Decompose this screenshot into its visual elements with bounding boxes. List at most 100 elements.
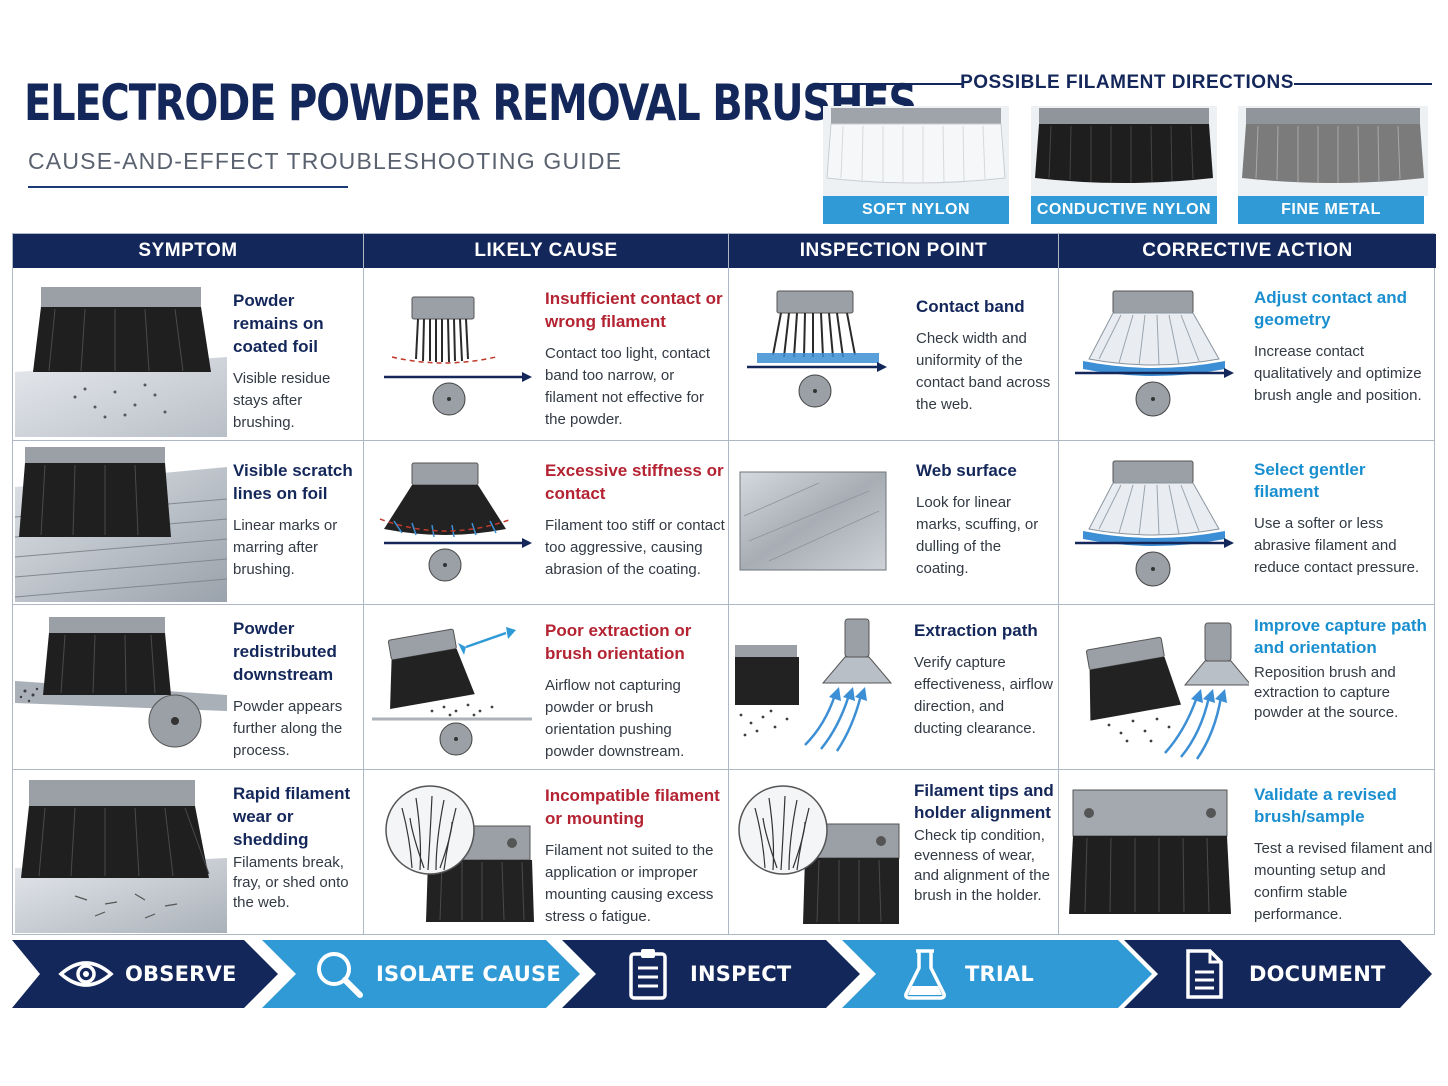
cause-description: Filament not suited to the application o… (545, 842, 714, 925)
symptom-title: Visible scratch lines on foil (233, 461, 353, 503)
table-row-3-symptom: Powder redistributed downstream Powder a… (13, 605, 363, 769)
eye-icon (58, 961, 114, 987)
step-label: INSPECT (690, 962, 792, 986)
inspection-text: Web surface Look for linear marks, scuff… (916, 459, 1056, 580)
fine-metal-label: FINE METAL FILAMENT (1238, 196, 1424, 246)
process-step-trial: TRIAL (842, 940, 1154, 1008)
table-row-1-cause: Insufficient contact or wrong filament C… (364, 269, 728, 440)
table-row-3-cause: Poor extraction or brush orientation Air… (364, 605, 728, 769)
process-step-document: DOCUMENT (1124, 940, 1436, 1008)
filament-tips-holder-diagram (738, 785, 900, 924)
table-row-4-symptom: Rapid filament wear or shedding Filament… (13, 770, 363, 936)
column-header-inspection-point: INSPECTION POINT (729, 234, 1058, 268)
action-title: Improve capture path and orientation (1254, 616, 1427, 657)
filament-shedding-image (15, 780, 227, 933)
column-header-symptom: SYMPTOM (13, 234, 363, 268)
gentler-filament-brush-diagram (1075, 460, 1234, 587)
action-title: Validate a revised brush/sample (1254, 785, 1397, 826)
action-title: Adjust contact and geometry (1254, 288, 1408, 329)
filament-header-rule-left (822, 83, 962, 85)
symptom-text: Visible scratch lines on foil Linear mar… (233, 459, 361, 581)
powder-redistributed-image (15, 617, 227, 748)
step-label: DOCUMENT (1249, 962, 1386, 986)
conductive-nylon-brush-illustration (1031, 106, 1217, 196)
subtitle-divider (28, 186, 348, 188)
inspection-title: Extraction path (914, 621, 1038, 640)
contact-band-diagram (747, 290, 887, 408)
column-divider (363, 234, 364, 934)
inspection-description: Look for linear marks, scuffing, or dull… (916, 494, 1039, 577)
cause-description: Contact too light, contact band too narr… (545, 345, 711, 428)
cause-text: Incompatible filament or mounting Filame… (545, 784, 725, 928)
inspection-text: Contact band Check width and uniformity … (916, 295, 1056, 416)
column-header-corrective-action: CORRECTIVE ACTION (1059, 234, 1436, 268)
symptom-title: Powder remains on coated foil (233, 291, 324, 356)
soft-nylon-brush-illustration (823, 106, 1009, 196)
step-label: OBSERVE (125, 962, 237, 986)
action-text: Select gentler filament Use a softer or … (1254, 459, 1434, 579)
step-chevron (562, 940, 860, 1008)
table-row-3-inspection: Extraction path Verify capture effective… (729, 605, 1058, 769)
filament-card-soft-nylon: SOFT NYLON (823, 106, 1009, 224)
inspection-title: Filament tips and holder alignment (914, 781, 1054, 822)
page-subtitle: CAUSE-AND-EFFECT TROUBLESHOOTING GUIDE (28, 148, 623, 174)
table-row-1-action: Adjust contact and geometry Increase con… (1059, 269, 1436, 440)
cause-title: Insufficient contact or wrong filament (545, 289, 723, 331)
adjusted-contact-brush-diagram (1075, 290, 1234, 417)
table-row-4-inspection: Filament tips and holder alignment Check… (729, 770, 1058, 936)
filament-directions-header: POSSIBLE FILAMENT DIRECTIONS (822, 72, 1432, 98)
table-row-2-cause: Excessive stiffness or contact Filament … (364, 441, 728, 604)
table-row-2-symptom: Visible scratch lines on foil Linear mar… (13, 441, 363, 604)
cause-description: Filament too stiff or contact too aggres… (545, 517, 725, 578)
cause-text: Excessive stiffness or contact Filament … (545, 459, 725, 581)
step-label: ISOLATE CAUSE (376, 962, 561, 986)
action-description: Reposition brush and extraction to captu… (1254, 664, 1399, 721)
action-text: Adjust contact and geometry Increase con… (1254, 287, 1434, 407)
row-divider (13, 769, 1434, 770)
table-row-1-inspection: Contact band Check width and uniformity … (729, 269, 1058, 440)
table-row-2-inspection: Web surface Look for linear marks, scuff… (729, 441, 1058, 604)
cause-text: Insufficient contact or wrong filament C… (545, 287, 725, 431)
symptom-description: Filaments break, fray, or shed onto the … (233, 854, 349, 911)
inspection-text: Filament tips and holder alignment Check… (914, 780, 1056, 906)
symptom-title: Rapid filament wear or shedding (233, 784, 351, 849)
action-title: Select gentler filament (1254, 460, 1366, 501)
symptom-text: Powder redistributed downstream Powder a… (233, 617, 361, 762)
action-description: Use a softer or less abrasive filament a… (1254, 515, 1420, 576)
process-step-inspect: INSPECT (562, 940, 862, 1008)
conductive-nylon-label: CONDUCTIVE NYLON (1031, 196, 1217, 224)
table-row-4-action: Validate a revised brush/sample Test a r… (1059, 770, 1436, 936)
cause-title: Excessive stiffness or contact (545, 461, 724, 503)
document-icon (1186, 949, 1223, 999)
step-chevron (12, 940, 278, 1008)
step-chevron (1124, 940, 1432, 1008)
troubleshooting-table: SYMPTOM LIKELY CAUSE INSPECTION POINT CO… (12, 233, 1436, 936)
row-divider (13, 604, 1434, 605)
column-divider (1058, 234, 1059, 934)
brush-on-foil-residue-image (15, 287, 227, 437)
symptom-title: Powder redistributed downstream (233, 619, 337, 684)
table-row-4-cause: Incompatible filament or mounting Filame… (364, 770, 728, 936)
table-row-2-action: Select gentler filament Use a softer or … (1059, 441, 1436, 604)
table-row-3-action: Improve capture path and orientation Rep… (1059, 605, 1436, 769)
process-step-observe: OBSERVE (12, 940, 280, 1008)
flask-icon (904, 949, 946, 1000)
inspection-title: Web surface (916, 461, 1017, 480)
cause-title: Poor extraction or brush orientation (545, 621, 692, 663)
symptom-text: Powder remains on coated foil Visible re… (233, 289, 361, 434)
improved-capture-diagram (1085, 622, 1249, 760)
cause-text: Poor extraction or brush orientation Air… (545, 619, 725, 763)
filament-header-rule-right (1294, 83, 1432, 85)
filament-card-conductive-nylon: CONDUCTIVE NYLON (1031, 106, 1217, 224)
row-divider (13, 440, 1434, 441)
column-header-likely-cause: LIKELY CAUSE (364, 234, 728, 268)
action-description: Test a revised filament and mounting set… (1254, 840, 1433, 923)
inspection-text: Extraction path Verify capture effective… (914, 619, 1056, 740)
inspection-description: Check tip condition, evenness of wear, a… (914, 827, 1050, 904)
action-text: Validate a revised brush/sample Test a r… (1254, 784, 1434, 926)
extraction-path-diagram (735, 618, 893, 752)
excessive-stiffness-brush-diagram (379, 462, 532, 582)
symptom-description: Linear marks or marring after brushing. (233, 517, 338, 578)
symptom-text: Rapid filament wear or shedding Filament… (233, 782, 361, 913)
soft-nylon-label: SOFT NYLON (823, 196, 1009, 224)
